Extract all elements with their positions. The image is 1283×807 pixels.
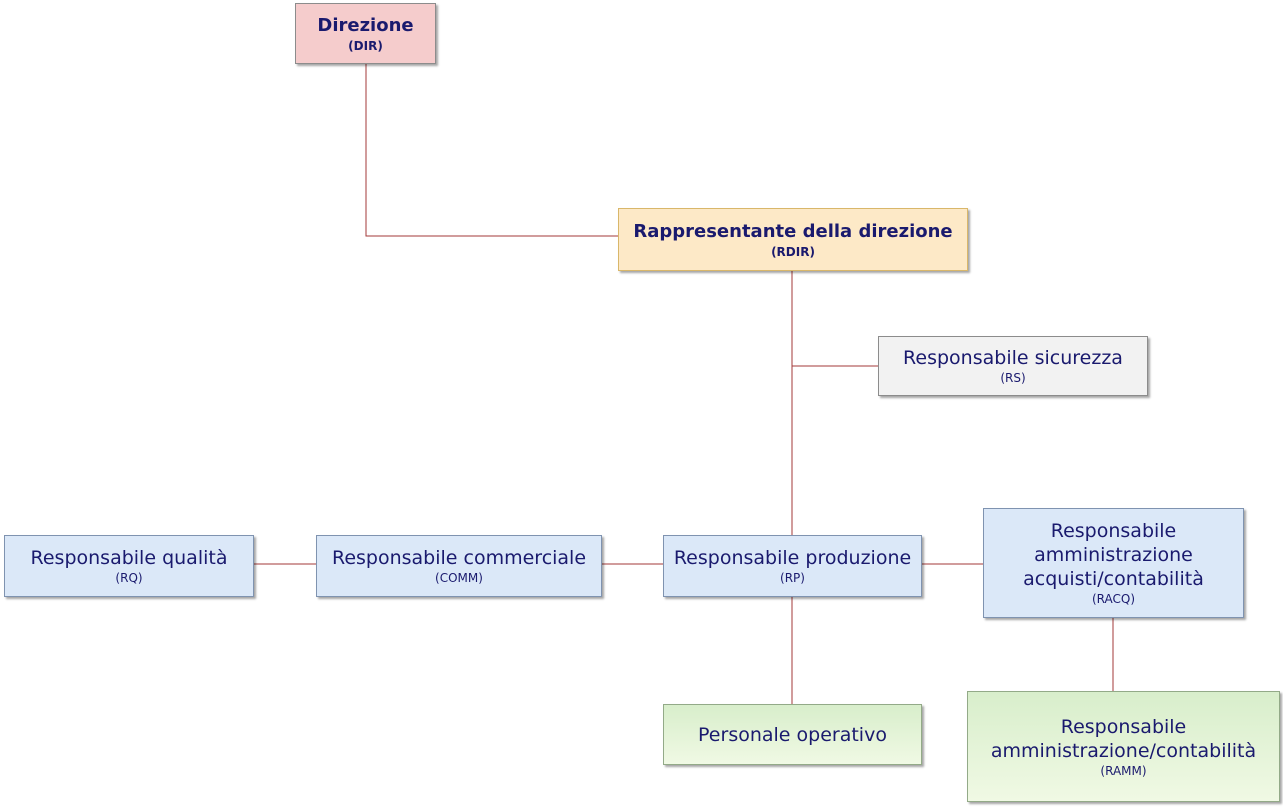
node-code: (RDIR) [771, 244, 815, 259]
node-code: (COMM) [435, 571, 483, 585]
node-title-line-2: amministrazione [1034, 544, 1193, 566]
node-direzione[interactable]: Direzione (DIR) [295, 3, 436, 64]
node-responsabile-acquisti[interactable]: Responsabile amministrazione acquisti/co… [983, 508, 1244, 618]
node-title: Rappresentante della direzione [633, 220, 953, 242]
node-code: (RP) [780, 571, 805, 585]
node-title: Personale operativo [698, 723, 887, 746]
node-responsabile-sicurezza[interactable]: Responsabile sicurezza (RS) [878, 336, 1148, 396]
node-title-line-1: Responsabile [1050, 520, 1177, 542]
node-code: (DIR) [348, 38, 383, 53]
link-dir-rdir [365, 64, 618, 237]
node-title: Responsabile sicurezza [903, 347, 1123, 369]
node-title: Direzione [317, 14, 414, 36]
node-title: Responsabile produzione [673, 547, 912, 569]
node-title-line-2: amministrazione/contabilità [990, 739, 1257, 762]
node-responsabile-produzione[interactable]: Responsabile produzione (RP) [663, 535, 922, 597]
node-responsabile-commerciale[interactable]: Responsabile commerciale (COMM) [316, 535, 602, 597]
node-title-line-1: Responsabile [1060, 715, 1187, 738]
node-personale-operativo[interactable]: Personale operativo [663, 704, 922, 765]
node-rappresentante-direzione[interactable]: Rappresentante della direzione (RDIR) [618, 208, 968, 271]
node-title: Responsabile qualità [30, 547, 228, 569]
node-title: Responsabile commerciale [331, 547, 587, 569]
node-code: (RACQ) [1091, 592, 1136, 606]
node-code: (RS) [1000, 371, 1026, 385]
node-responsabile-amministrazione[interactable]: Responsabile amministrazione/contabilità… [967, 691, 1280, 802]
node-responsabile-qualita[interactable]: Responsabile qualità (RQ) [4, 535, 254, 597]
node-code: (RAMM) [1100, 763, 1147, 778]
node-code: (RQ) [115, 571, 143, 585]
node-title-line-3: acquisti/contabilità [1023, 568, 1204, 590]
